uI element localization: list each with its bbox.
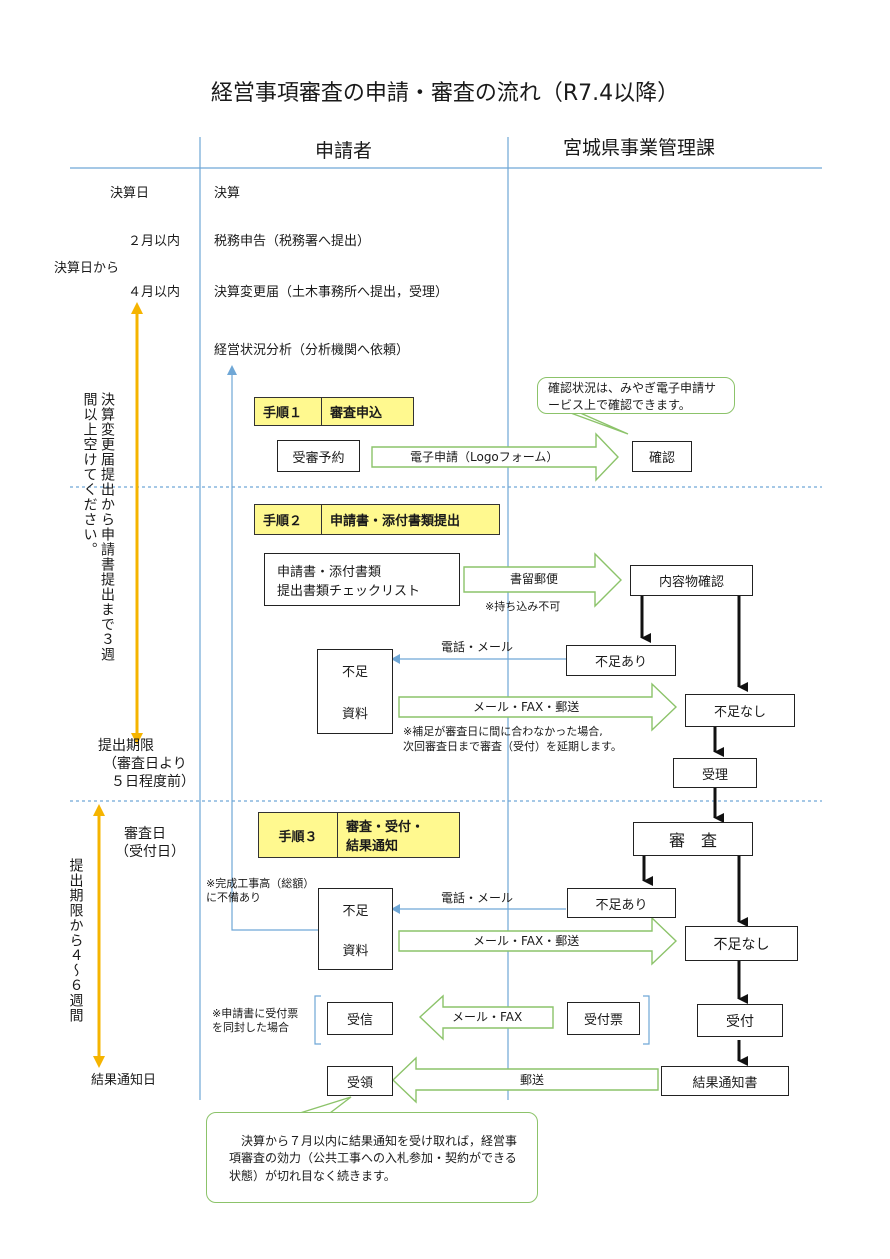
box-received: 受信 <box>327 1002 393 1035</box>
box-no-missing-step2: 不足なし <box>685 694 795 727</box>
e-application-arrow <box>371 432 619 482</box>
label-gap-note: 決算変更届提出から申請書提出まで３週間以上空けてください。 <box>81 392 116 662</box>
callout-tail-top <box>567 411 629 435</box>
shortage-step2-bottom: 資料 <box>341 706 368 722</box>
callout-validity: 決算から７月以内に結果通知を受け取れば，経営事項審査の効力（公共工事への入札参加… <box>206 1112 538 1203</box>
note-enclosed-1: ※申請書に受付票 <box>212 1007 299 1020</box>
box-review: 審 査 <box>633 822 753 856</box>
label-from-settlement: 決算日から <box>54 261 120 276</box>
label-send-step3: メール・FAX・郵送 <box>473 934 580 948</box>
step-analysis: 経営状況分析（分析機関へ依頼） <box>214 343 410 358</box>
box-content-check: 内容物確認 <box>630 565 753 596</box>
label-deadline: 提出期限 <box>98 738 154 754</box>
orange-arrow-gap <box>131 302 143 745</box>
step1-number: 手順１ <box>263 406 303 421</box>
orange-arrow-period <box>93 804 105 1068</box>
label-deadline-sub1: （審査日より <box>103 756 187 772</box>
label-within-2-months: ２月以内 <box>128 234 181 249</box>
step3-header: 手順３ 審査・受付・ 結果通知 <box>258 812 460 858</box>
label-send-step2: メール・FAX・郵送 <box>473 700 580 714</box>
post-arrow <box>391 1056 659 1104</box>
registered-mail-arrow <box>463 552 622 608</box>
step3-number: 手順３ <box>278 829 318 845</box>
box-no-missing-step3: 不足なし <box>685 926 798 961</box>
label-within-4-months: ４月以内 <box>128 285 181 300</box>
step3-name-line2: 結果通知 <box>346 839 399 854</box>
step3-name-line1: 審査・受付・ <box>346 820 425 835</box>
send-arrow-step2 <box>398 682 678 732</box>
note-late-1: ※補足が審査日に間に合わなかった場合, <box>403 725 603 738</box>
box-shortage-step2: 不足 資料 <box>317 649 393 734</box>
label-contact-step3: 電話・メール <box>441 891 514 905</box>
note-late-2: 次回審査日まで審査（受付）を延期します。 <box>403 740 622 753</box>
step2-header: 手順２ 申請書・添付書類提出 <box>254 504 500 535</box>
callout-tail-bottom <box>299 1096 352 1114</box>
mail-fax-arrow <box>418 994 554 1041</box>
page-title: 経営事項審査の申請・審査の流れ（R7.4以降） <box>210 81 680 106</box>
step-change-report: 決算変更届（土木事務所へ提出，受理） <box>214 285 449 300</box>
box-receive: 受領 <box>327 1066 393 1096</box>
callout-validity-text: 決算から７月以内に結果通知を受け取れば，経営事項審査の効力（公共工事への入札参加… <box>229 1134 518 1183</box>
shortage-step3-top: 不足 <box>342 903 369 919</box>
documents-line2: 提出書類チェックリスト <box>277 583 421 599</box>
label-contact-step2: 電話・メール <box>441 640 514 654</box>
column-header-department: 宮城県事業管理課 <box>563 137 716 159</box>
box-result-notice: 結果通知書 <box>661 1066 789 1096</box>
label-notice-day: 結果通知日 <box>91 1073 157 1088</box>
box-reservation: 受審予約 <box>277 440 360 472</box>
callout-confirm-status-text: 確認状況は、みやぎ電子申請サービス上で確認できます。 <box>548 381 717 413</box>
box-shortage-step3: 不足 資料 <box>318 888 393 970</box>
step2-name: 申請書・添付書類提出 <box>321 505 468 534</box>
step-settlement: 決算 <box>214 186 241 201</box>
label-settlement-day: 決算日 <box>110 186 150 201</box>
label-review-day: 審査日 <box>124 826 166 842</box>
box-receipt-slip: 受付票 <box>567 1002 640 1035</box>
bracket-receipt <box>314 995 650 1045</box>
step2-number: 手順２ <box>263 514 303 529</box>
documents-line1: 申請書・添付書類 <box>277 564 382 580</box>
callout-confirm-status: 確認状況は、みやぎ電子申請サービス上で確認できます。 <box>537 377 735 414</box>
note-completed-1: ※完成工事高（総額） <box>206 877 315 890</box>
shortage-step2-top: 不足 <box>341 665 368 681</box>
column-header-applicant: 申請者 <box>315 140 373 162</box>
box-missing-step2: 不足あり <box>566 645 676 676</box>
label-post: 郵送 <box>520 1073 545 1087</box>
box-reception: 受付 <box>697 1004 783 1037</box>
label-review-day-sub: （受付日） <box>115 844 185 860</box>
note-completed-2: に不備あり <box>206 891 261 904</box>
send-arrow-step3 <box>398 916 678 966</box>
note-no-carry-in: ※持ち込み不可 <box>485 600 561 613</box>
box-documents: 申請書・添付書類 提出書類チェックリスト <box>264 553 460 606</box>
label-deadline-to-notice: 提出期限から４～６週間 <box>67 858 84 1023</box>
label-mail-fax: メール・FAX <box>452 1010 523 1024</box>
shortage-step3-bottom: 資料 <box>342 943 369 959</box>
label-deadline-sub2: ５日程度前） <box>111 774 195 790</box>
label-e-application: 電子申請（Logoフォーム） <box>410 450 559 464</box>
blue-return-line <box>227 365 318 931</box>
contact-arrow-step3 <box>391 904 566 914</box>
box-accepted: 受理 <box>673 758 757 788</box>
label-registered-mail: 書留郵便 <box>510 572 559 586</box>
contact-arrow-step2 <box>391 654 566 664</box>
step1-name: 審査申込 <box>321 398 390 425</box>
step1-header: 手順１ 審査申込 <box>254 397 414 426</box>
step-tax-filing: 税務申告（税務署へ提出） <box>214 234 371 249</box>
box-missing-step3: 不足あり <box>567 888 676 918</box>
note-enclosed-2: を同封した場合 <box>212 1021 289 1034</box>
box-confirm: 確認 <box>632 441 692 472</box>
